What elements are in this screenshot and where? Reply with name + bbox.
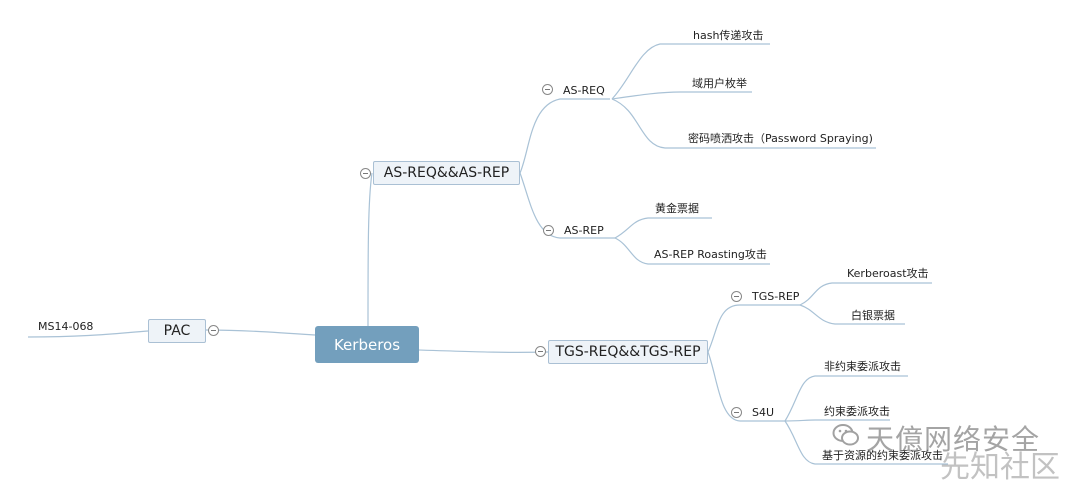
node-tgs-rep[interactable]: TGS-REP (752, 288, 799, 304)
edge-tgs-s4u (707, 351, 785, 422)
leaf-constrained-delegation[interactable]: 约束委派攻击 (824, 403, 890, 419)
root-label: Kerberos (333, 335, 401, 354)
edge-root-tgs (417, 349, 549, 353)
node-pac[interactable]: PAC (148, 319, 206, 343)
collapse-asreq-asrep-icon[interactable] (360, 168, 371, 179)
node-tgs-pair[interactable]: TGS-REQ&&TGS-REP (548, 340, 708, 364)
node-as-rep[interactable]: AS-REP (564, 222, 604, 238)
connector-lines (27, 43, 948, 465)
node-asreq-asrep[interactable]: AS-REQ&&AS-REP (373, 161, 520, 185)
collapse-s4u-icon[interactable] (731, 407, 742, 418)
leaf-unconstrained-label: 非约束委派攻击 (824, 360, 901, 373)
leaf-golden-ticket-label: 黄金票据 (655, 202, 699, 215)
edge-asrep-asreq (519, 98, 610, 174)
edge-asreq-enum (611, 91, 752, 100)
leaf-kerberoast[interactable]: Kerberoast攻击 (847, 265, 929, 281)
edge-s4u-unconstrained (784, 375, 908, 422)
leaf-asrep-roasting[interactable]: AS-REP Roasting攻击 (654, 246, 767, 262)
node-as-rep-label: AS-REP (564, 223, 604, 237)
watermark-text: 天億网络安全 (865, 423, 1040, 456)
edge-tgs-tgsrep (707, 304, 800, 353)
leaf-unconstrained-delegation[interactable]: 非约束委派攻击 (824, 358, 901, 374)
collapse-tgs-pair-icon[interactable] (535, 346, 546, 357)
leaf-hash-attack-label: hash传递攻击 (693, 29, 764, 42)
leaf-domain-enum[interactable]: 域用户枚举 (692, 75, 747, 91)
leaf-rbcd-label: 基于资源的约束委派攻击 (822, 449, 943, 462)
node-tgs-pair-label: TGS-REQ&&TGS-REP (555, 344, 701, 360)
leaf-password-spray-label: 密码喷洒攻击（Password Spraying) (688, 132, 873, 145)
edge-asrep-golden (614, 217, 712, 239)
root-node-kerberos[interactable]: Kerberos (315, 326, 419, 363)
leaf-asrep-roasting-label: AS-REP Roasting攻击 (654, 248, 767, 261)
leaf-constrained-label: 约束委派攻击 (824, 405, 890, 418)
node-tgs-rep-label: TGS-REP (752, 289, 800, 303)
edge-pac-ms14 (27, 330, 149, 338)
collapse-tgs-rep-icon[interactable] (731, 291, 742, 302)
edge-tgsrep-kerberoast (799, 282, 932, 306)
watermark-site: 先知社区 (940, 450, 1060, 485)
leaf-silver-ticket[interactable]: 白银票据 (851, 307, 895, 323)
leaf-golden-ticket[interactable]: 黄金票据 (655, 200, 699, 216)
node-s4u[interactable]: S4U (752, 404, 774, 420)
edge-asreq-spray (611, 98, 876, 149)
leaf-silver-ticket-label: 白银票据 (851, 309, 895, 322)
collapse-as-req-icon[interactable] (542, 84, 553, 95)
leaf-hash-attack[interactable]: hash传递攻击 (693, 27, 763, 43)
edge-asrep-roast (614, 237, 770, 265)
leaf-kerberoast-label: Kerberoast攻击 (847, 267, 929, 280)
node-s4u-label: S4U (752, 405, 775, 419)
edge-root-asreq (367, 172, 373, 327)
leaf-ms14-068[interactable]: MS14-068 (38, 318, 93, 334)
collapse-pac-icon[interactable] (208, 325, 219, 336)
edge-s4u-constrained (784, 419, 890, 422)
collapse-as-rep-icon[interactable] (543, 225, 554, 236)
leaf-domain-enum-label: 域用户枚举 (692, 77, 747, 90)
leaf-rbcd[interactable]: 基于资源的约束委派攻击 (822, 447, 943, 463)
node-as-req[interactable]: AS-REQ (563, 82, 605, 98)
edge-tgsrep-silver (799, 304, 905, 325)
edge-s4u-rbcd (784, 420, 948, 465)
wechat-logo-icon (832, 424, 859, 446)
node-asreq-asrep-label: AS-REQ&&AS-REP (383, 165, 510, 181)
leaf-ms14-068-label: MS14-068 (38, 319, 94, 333)
node-pac-label: PAC (163, 323, 191, 339)
edge-asrep-asrep (519, 172, 615, 239)
leaf-password-spray[interactable]: 密码喷洒攻击（Password Spraying) (688, 130, 873, 146)
edge-root-pac (205, 329, 316, 336)
node-as-req-label: AS-REQ (563, 83, 605, 97)
edge-asreq-hash (611, 43, 770, 100)
